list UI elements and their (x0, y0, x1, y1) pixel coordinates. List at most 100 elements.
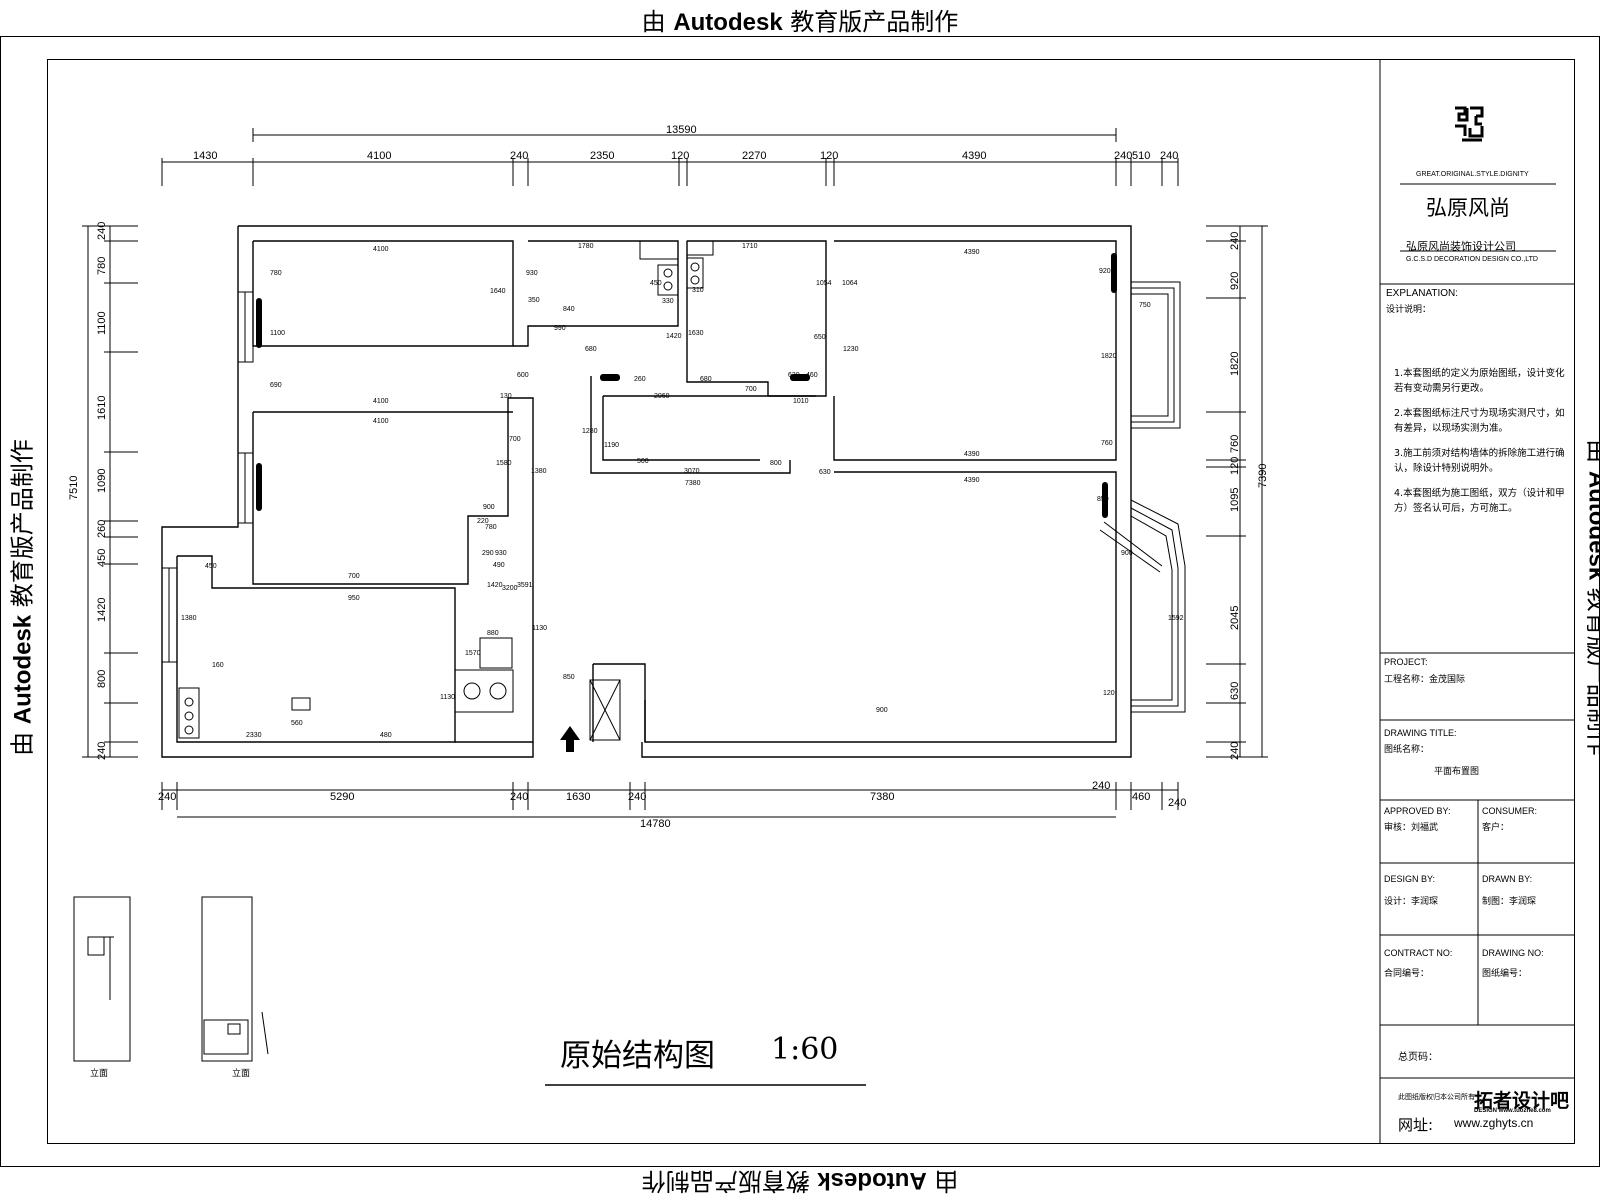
room-dimension-label: 900 (876, 707, 888, 714)
room-dimension-label: 350 (528, 297, 540, 304)
room-dimension-label: 330 (662, 298, 674, 305)
dimension-label: 14780 (640, 818, 671, 830)
room-dimension-label: 600 (517, 372, 529, 379)
dimension-label: 1610 (96, 396, 108, 420)
company-logo (1455, 108, 1482, 140)
company-full-name: 弘原风尚装饰设计公司 (1406, 238, 1516, 254)
dimension-label: 5290 (330, 791, 354, 803)
site-brand-en: DESIGN www.tuozhe8.com (1474, 1108, 1551, 1114)
consumer-label: CONSUMER: (1482, 806, 1537, 816)
explanation-label: EXPLANATION: (1386, 288, 1458, 299)
room-dimension-label: 900 (1121, 550, 1133, 557)
room-dimension-label: 1640 (490, 288, 506, 295)
drawing-title-value: 平面布置图 (1434, 764, 1479, 777)
dimension-label: 1090 (96, 469, 108, 493)
drawing-no-value: 图纸编号： (1482, 966, 1527, 979)
room-dimension-label: 260 (634, 376, 646, 383)
dimension-label: 240 (158, 791, 176, 803)
room-dimension-label: 650 (814, 334, 826, 341)
dimension-label: 450 (96, 549, 108, 567)
room-dimension-label: 120 (1103, 690, 1115, 697)
room-dimension-label: 1064 (842, 280, 858, 287)
dimension-label: 240 (1229, 232, 1241, 250)
room-dimension-label: 1130 (532, 625, 547, 632)
room-dimension-label: 1592 (1168, 615, 1184, 622)
elevation-label-1: 立面 (90, 1066, 108, 1079)
room-dimension-label: 780 (485, 524, 497, 531)
dimension-label: 240 (1229, 742, 1241, 760)
room-dimension-label: 7380 (685, 480, 701, 487)
dimension-label: 240 (1160, 150, 1178, 162)
drawing-border (48, 60, 1575, 1144)
drawing-title-label: DRAWING TITLE: (1384, 728, 1457, 738)
dimension-label: 240 (96, 222, 108, 240)
dimension-label: 760 (1229, 435, 1241, 453)
room-dimension-label: 3070 (684, 468, 700, 475)
room-dimension-label: 760 (1101, 440, 1113, 447)
contract-label: CONTRACT NO: (1384, 948, 1452, 958)
drawn-by-value: 制图：李润琛 (1482, 894, 1536, 907)
address-label: 网址: (1398, 1114, 1433, 1135)
design-notes: 1.本套图纸的定义为原始图纸，设计变化若有变动需另行更改。 2.本套图纸标注尺寸… (1394, 366, 1566, 516)
room-dimension-label: 130 (500, 393, 512, 400)
room-dimension-label: 4390 (964, 477, 980, 484)
address-value: www.zghyts.cn (1454, 1116, 1533, 1130)
dimension-label: 460 (1132, 791, 1150, 803)
room-dimension-label: 1130 (440, 694, 455, 701)
dimension-label: 240 (1168, 797, 1186, 809)
dimension-label: 2270 (742, 150, 766, 162)
room-dimension-label: 1820 (1101, 353, 1117, 360)
room-dimension-label: 480 (380, 732, 392, 739)
dimension-label: 240 (1114, 150, 1132, 162)
elevation-label-2: 立面 (232, 1066, 250, 1079)
room-dimension-label: 4390 (964, 451, 980, 458)
note-2: 2.本套图纸标注尺寸为现场实测尺寸，如有差异，以现场实测为准。 (1394, 406, 1566, 436)
drawing-title: 原始结构图 (560, 1030, 715, 1075)
note-1: 1.本套图纸的定义为原始图纸，设计变化若有变动需另行更改。 (1394, 366, 1566, 396)
room-dimension-label: 1190 (604, 442, 619, 449)
room-dimension-label: 560 (291, 720, 303, 727)
room-dimension-label: 700 (509, 436, 521, 443)
project-label: PROJECT: (1384, 657, 1428, 667)
room-dimension-label: 1710 (742, 243, 758, 250)
room-dimension-label: 1280 (582, 428, 598, 435)
room-dimension-label: 1230 (843, 346, 859, 353)
room-dimension-label: 1380 (181, 615, 197, 622)
note-4: 4.本套图纸为施工图纸，双方（设计和甲方）签名认可后，方可施工。 (1394, 486, 1566, 516)
room-dimension-label: 1630 (688, 330, 704, 337)
dimension-label: 4390 (962, 150, 986, 162)
company-english-name: G.C.S.D DECORATION DESIGN CO.,LTD (1406, 256, 1538, 263)
room-dimension-label: 680 (585, 346, 597, 353)
approved-label: APPROVED BY: (1384, 806, 1451, 816)
room-dimension-label: 460 (806, 372, 818, 379)
dimension-label: 240 (96, 742, 108, 760)
room-dimension-label: 450 (650, 280, 662, 287)
room-dimension-label: 990 (554, 325, 566, 332)
room-dimension-label: 160 (212, 662, 224, 669)
room-dimension-label: 4100 (373, 246, 389, 253)
room-dimension-label: 630 (788, 372, 800, 379)
approved-value: 审核：刘福武 (1384, 820, 1438, 833)
room-dimension-label: 850 (563, 674, 575, 681)
room-dimension-label: 1100 (270, 330, 285, 337)
room-dimension-label: 700 (745, 386, 757, 393)
dimension-label: 1420 (96, 598, 108, 622)
room-dimension-label: 1380 (531, 468, 547, 475)
room-dimension-label: 950 (348, 595, 360, 602)
dimension-label: 240 (1092, 780, 1110, 792)
dimension-label: 1630 (566, 791, 590, 803)
room-dimension-label: 4100 (373, 398, 389, 405)
room-dimension-label: 1580 (496, 460, 512, 467)
dimension-label: 630 (1229, 682, 1241, 700)
dimension-label: 920 (1229, 272, 1241, 290)
dimension-label: 120 (820, 150, 838, 162)
room-dimension-label: 880 (487, 630, 499, 637)
room-dimension-label: 290 (482, 550, 494, 557)
drawn-by-label: DRAWN BY: (1482, 874, 1532, 884)
room-dimension-label: 750 (1139, 302, 1151, 309)
dimension-label: 4100 (367, 150, 391, 162)
logo-tagline: GREAT.ORIGINAL.STYLE.DIGNITY (1416, 171, 1529, 178)
room-dimension-label: 930 (495, 550, 507, 557)
room-dimension-label: 1570 (465, 650, 481, 657)
